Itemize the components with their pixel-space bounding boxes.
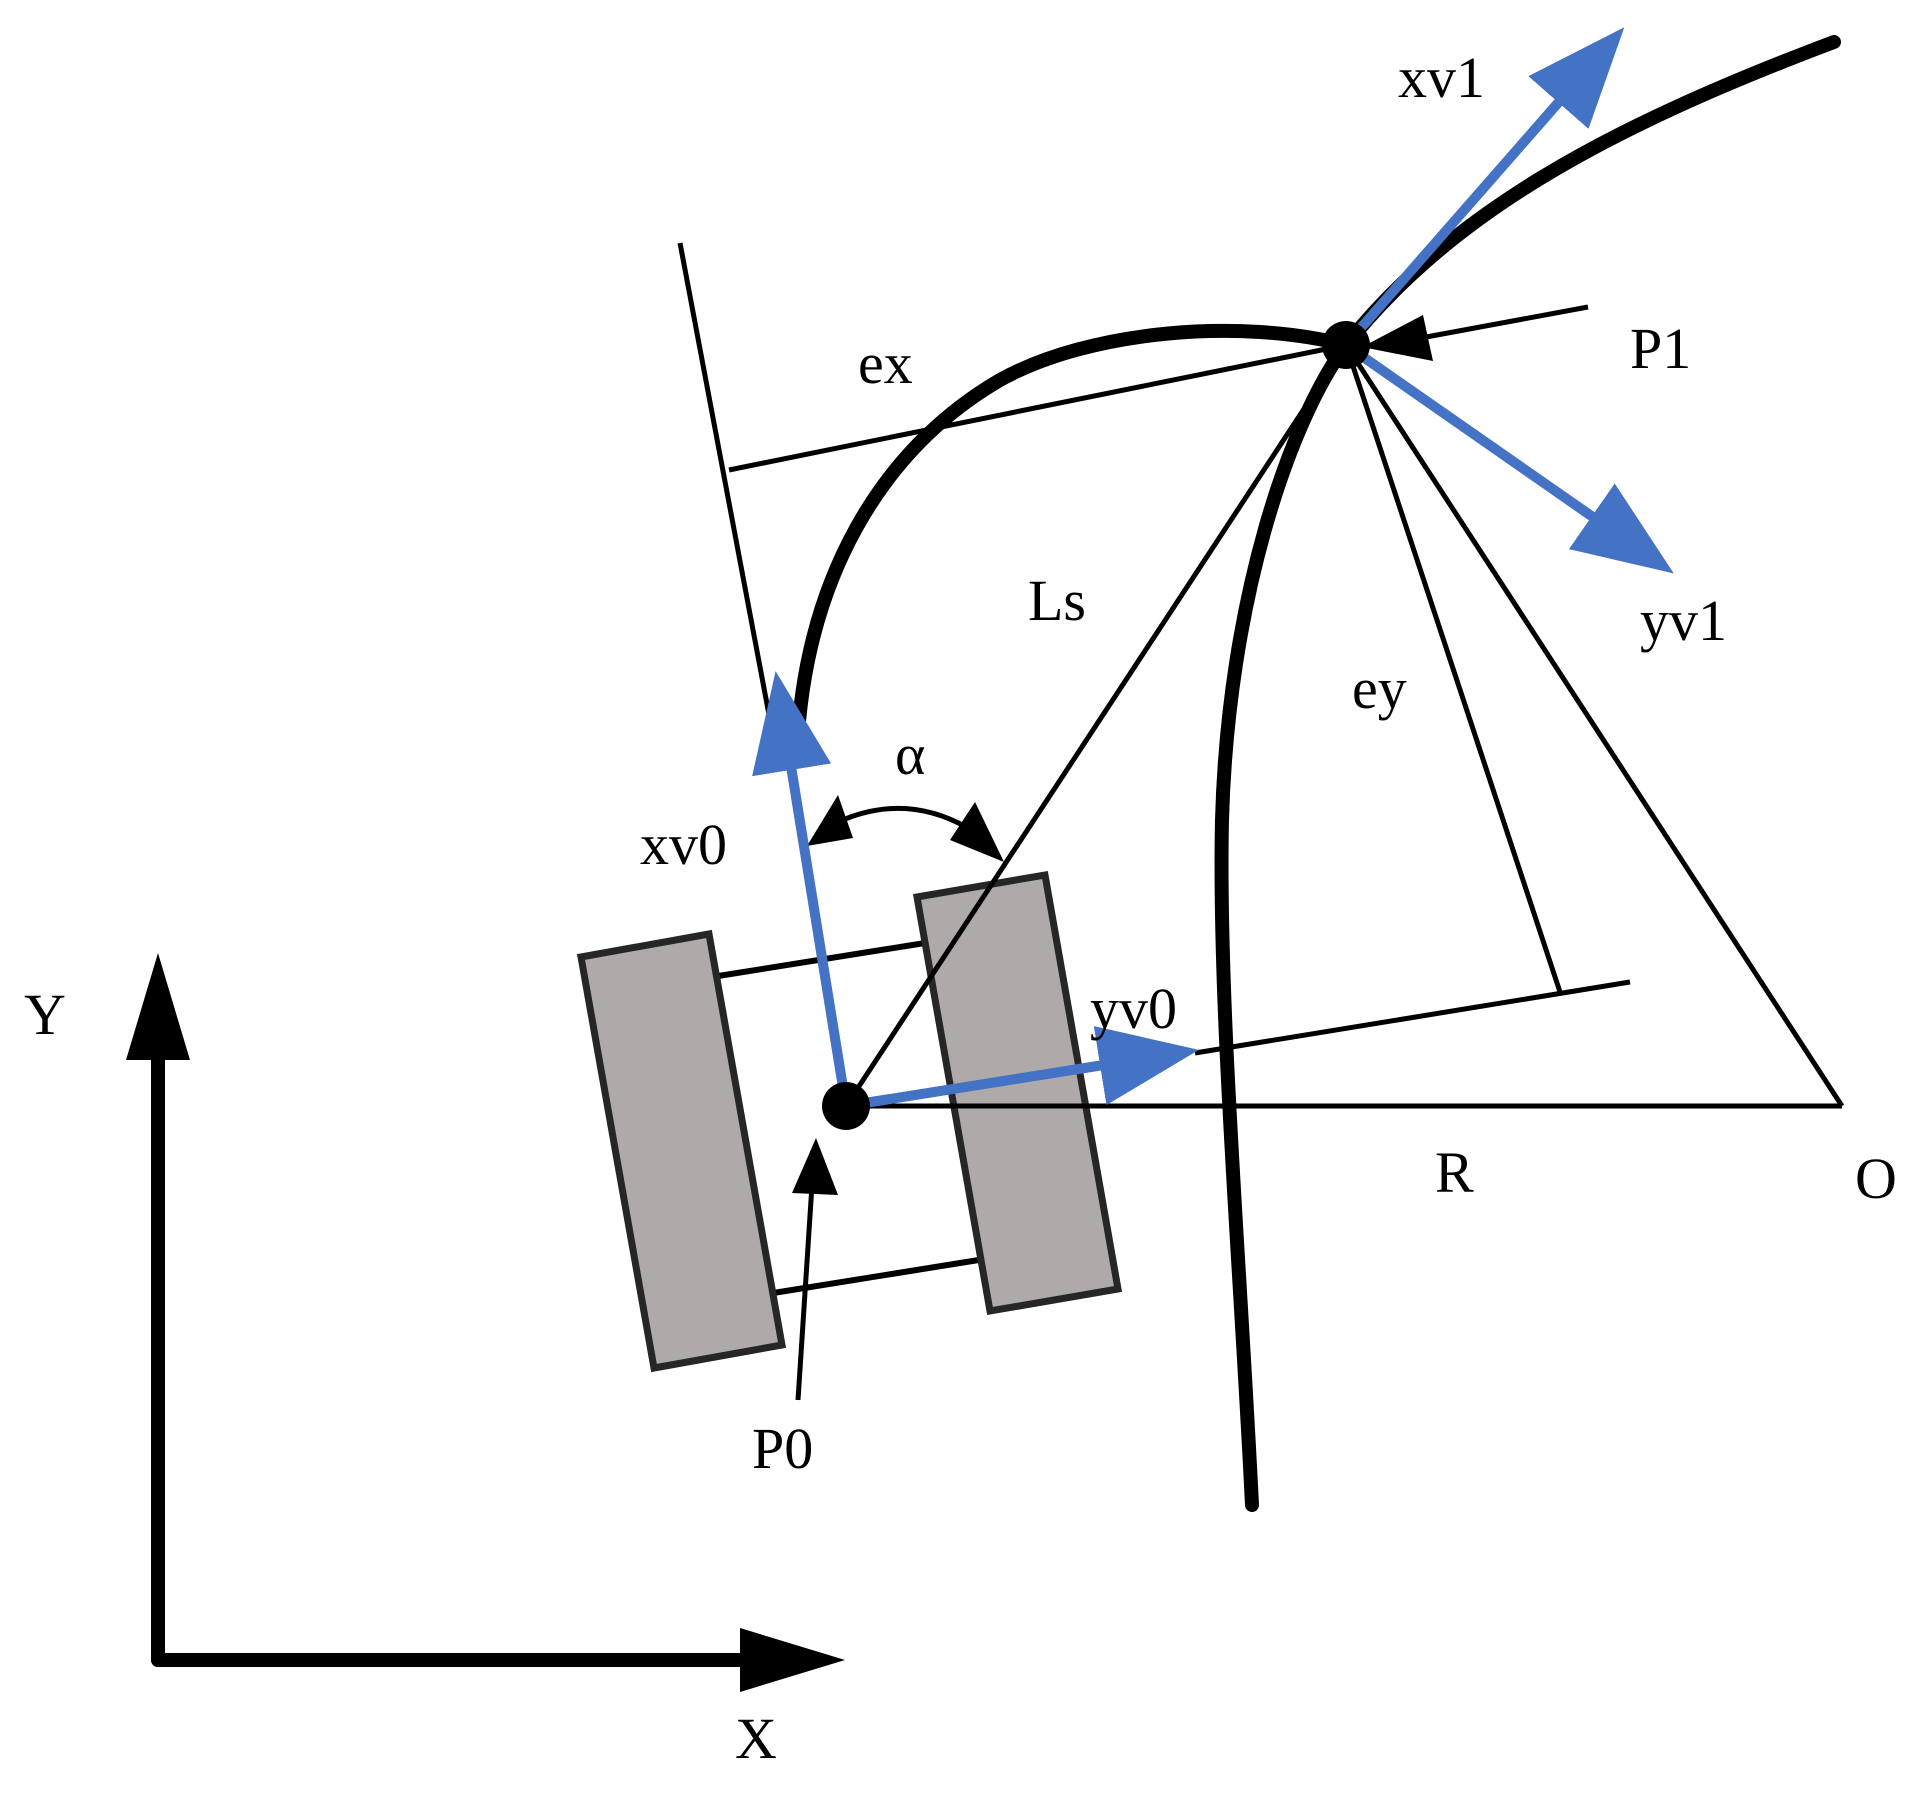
label-alpha: α <box>895 722 925 787</box>
right-wheel <box>912 870 1123 1316</box>
p0-pointer-arrowhead <box>792 1138 838 1195</box>
tracking-arc <box>790 323 1353 757</box>
global-axes <box>126 953 845 1692</box>
planned-path <box>1214 35 1841 1512</box>
label-yv1: yv1 <box>1640 588 1727 653</box>
label-x-axis: X <box>735 1706 777 1771</box>
xv0-vector <box>752 671 851 1107</box>
ey-base-line <box>1194 979 1631 1056</box>
p0-pointer-line <box>795 1184 815 1401</box>
label-r: R <box>1435 1140 1474 1205</box>
pointer-arrowheads <box>792 315 1433 1195</box>
p1-pointer-line <box>1409 304 1589 343</box>
labels: xv1 P1 ex Ls yv1 ey α xv0 yv0 Y R O P0 X <box>24 45 1897 1771</box>
xv1-vector <box>1342 27 1625 349</box>
ls-line <box>843 343 1349 1108</box>
label-yv0: yv0 <box>1090 976 1177 1041</box>
y-axis-arrowhead <box>126 953 190 1060</box>
alpha-arc <box>836 805 970 831</box>
key-points <box>822 321 1370 1130</box>
label-y-axis: Y <box>24 982 66 1047</box>
yv0-vector <box>845 1026 1199 1111</box>
p1-point <box>1322 321 1370 369</box>
p1-pointer-arrowhead <box>1362 315 1433 361</box>
ey-line <box>1343 344 1563 993</box>
ex-dimension-line <box>728 342 1347 473</box>
construction-lines <box>677 242 1845 1401</box>
label-ls: Ls <box>1028 568 1086 633</box>
p0-point <box>822 1082 870 1130</box>
label-xv1: xv1 <box>1398 45 1485 110</box>
vehicle-heading-line <box>677 242 773 721</box>
x-axis-arrowhead <box>740 1628 845 1692</box>
paths <box>790 35 1841 1512</box>
yv1-vector <box>1343 340 1674 574</box>
radius-o-line <box>1343 343 1845 1108</box>
label-ex: ex <box>858 331 913 396</box>
left-wheel <box>576 929 787 1373</box>
label-p0: P0 <box>752 1416 813 1481</box>
label-ey: ey <box>1352 656 1407 721</box>
label-o: O <box>1855 1146 1897 1211</box>
label-p1: P1 <box>1630 316 1691 381</box>
alpha-arrowhead-left <box>807 795 853 846</box>
rear-axle-bar <box>766 1256 986 1297</box>
label-xv0: xv0 <box>640 812 727 877</box>
frame-vectors <box>752 27 1674 1111</box>
alpha-arrowhead-right <box>950 802 1004 862</box>
